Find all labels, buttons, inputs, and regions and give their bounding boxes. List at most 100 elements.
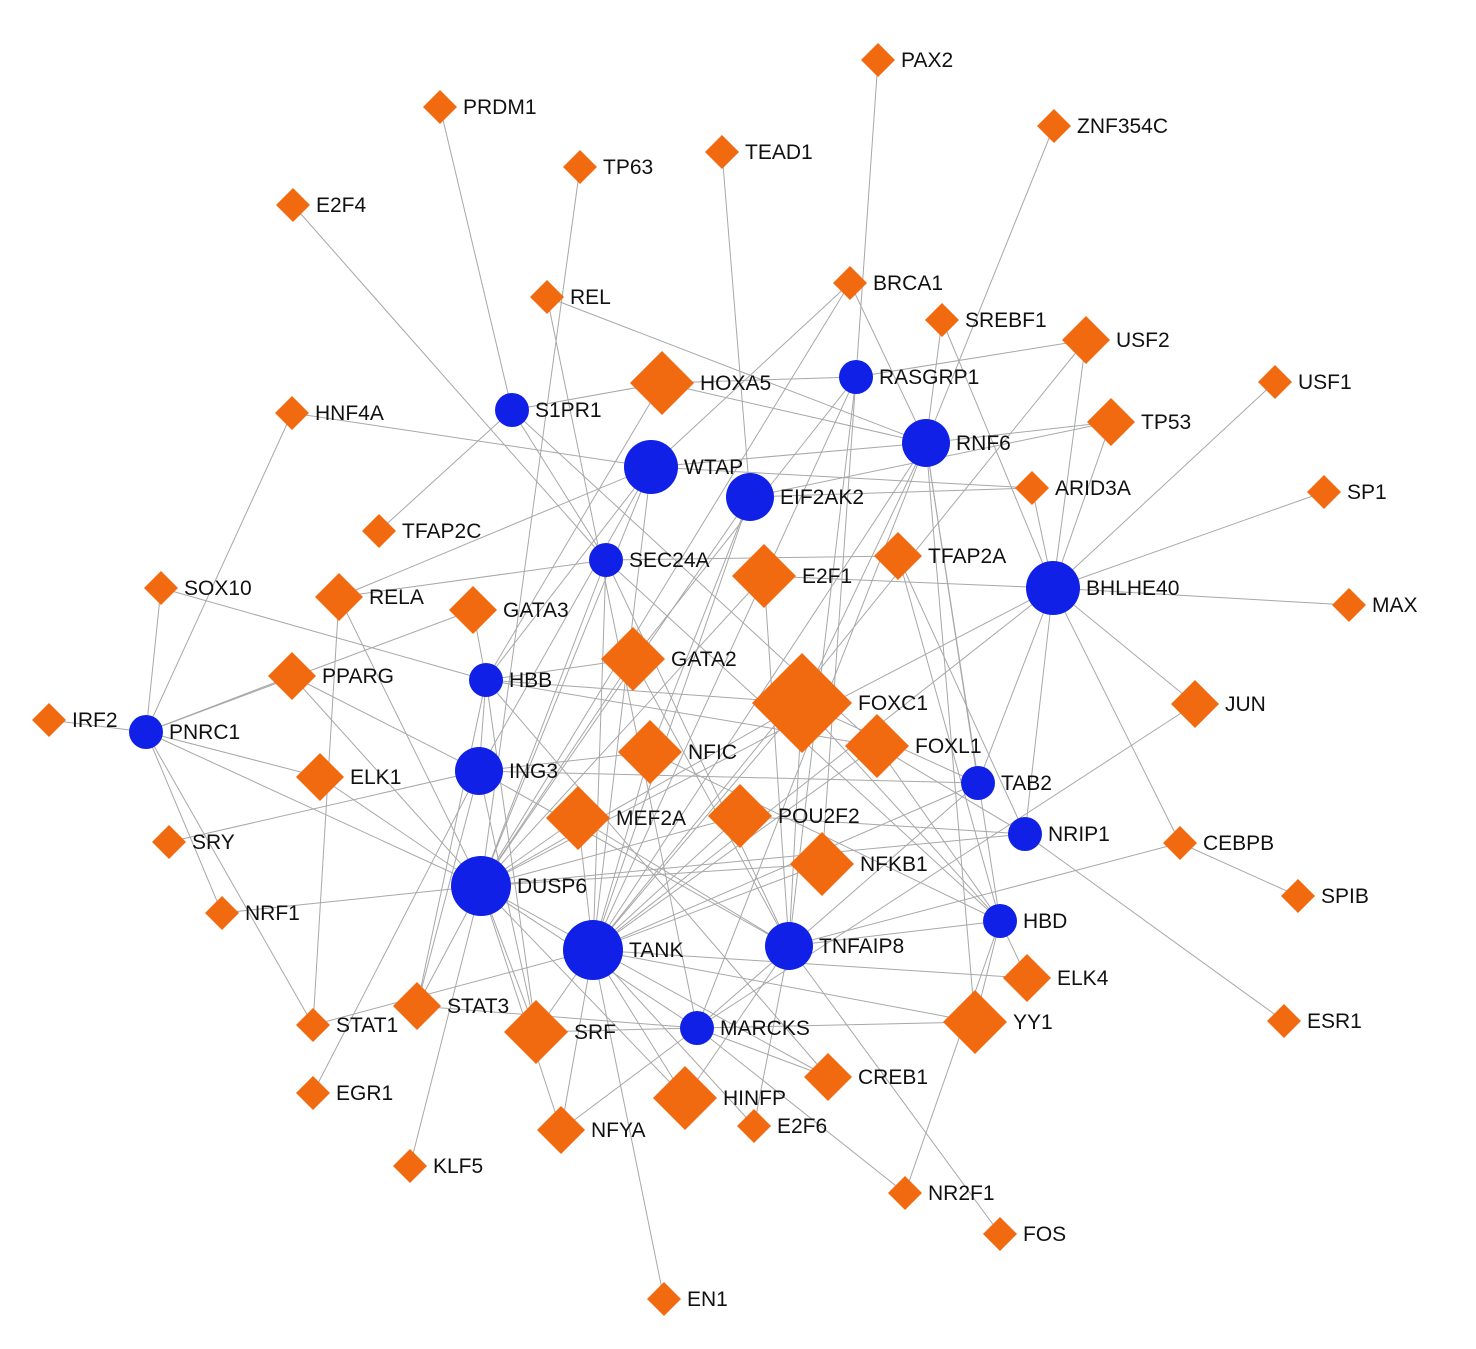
- edge-bhlhe40-nrip1: [1024, 587, 1054, 835]
- node-label-nfic: NFIC: [688, 741, 737, 764]
- tf-diamond-en1: [647, 1282, 681, 1316]
- node-sry: SRY: [152, 825, 235, 859]
- edge-eif2ak2-dusp6: [480, 496, 751, 887]
- node-label-pou2f2: POU2F2: [778, 805, 860, 828]
- node-stat3: STAT3: [393, 982, 509, 1030]
- gene-circle-dusp6: [451, 856, 511, 916]
- node-label-spib: SPIB: [1321, 885, 1369, 908]
- node-tfap2a: TFAP2A: [874, 532, 1006, 580]
- edge-srebf1-bhlhe40: [941, 319, 1054, 589]
- tf-diamond-pou2f2: [708, 784, 772, 848]
- edge-rnf6-tab2: [925, 442, 979, 784]
- edge-foxc1-tank: [592, 702, 803, 951]
- edge-wtap-ing3: [478, 466, 652, 772]
- tf-diamond-fos: [983, 1217, 1017, 1251]
- edge-tank-elk4: [592, 949, 1028, 979]
- node-mef2a: MEF2A: [546, 786, 686, 850]
- edge-marcks-creb1: [696, 1027, 829, 1078]
- edge-usf2-tank: [592, 339, 1087, 951]
- node-label-bhlhe40: BHLHE40: [1086, 577, 1179, 600]
- edge-nfkb1-dusp6: [480, 863, 823, 887]
- node-dusp6: DUSP6: [451, 856, 587, 916]
- tf-diamond-prdm1: [423, 90, 457, 124]
- node-pou2f2: POU2F2: [708, 784, 860, 848]
- tf-diamond-rela: [315, 573, 363, 621]
- edge-foxc1-dusp6: [480, 702, 803, 887]
- edge-hbd-tnfaip8: [788, 920, 1001, 947]
- gene-circle-wtap: [624, 440, 678, 494]
- tf-diamond-elk1: [296, 753, 344, 801]
- node-label-foxc1: FOXC1: [858, 692, 928, 715]
- edge-usf2-rasgrp1: [855, 339, 1087, 378]
- tf-diamond-brca1: [833, 266, 867, 300]
- edge-wtap-tank: [592, 466, 652, 951]
- edge-pparg-pnrc1: [145, 675, 293, 733]
- edge-s1pr1-sec24a: [511, 409, 607, 561]
- node-label-sox10: SOX10: [184, 577, 252, 600]
- edge-rela-stat1: [312, 596, 340, 1026]
- edge-bhlhe40-e2f1: [763, 575, 1054, 589]
- node-rnf6: RNF6: [902, 419, 1011, 467]
- edge-foxl1-hbd: [876, 745, 1001, 922]
- tf-diamond-tp63: [563, 150, 597, 184]
- edge-hbd-nr2f1: [904, 920, 1001, 1194]
- node-usf1: USF1: [1258, 365, 1352, 399]
- node-znf354c: ZNF354C: [1037, 109, 1168, 143]
- edge-dusp6-hinfp: [480, 885, 686, 1099]
- tf-diamond-nfic: [618, 720, 682, 784]
- node-label-hoxa5: HOXA5: [700, 372, 771, 395]
- node-spib: SPIB: [1281, 879, 1369, 913]
- edge-hnf4a-wtap: [291, 412, 652, 468]
- edge-pou2f2-tank: [592, 815, 741, 951]
- edge-pparg-ing3: [291, 675, 480, 772]
- node-fos: FOS: [983, 1217, 1066, 1251]
- node-ing3: ING3: [455, 747, 558, 795]
- node-label-e2f6: E2F6: [777, 1115, 827, 1138]
- node-label-pnrc1: PNRC1: [169, 721, 240, 744]
- node-label-pparg: PPARG: [322, 665, 394, 688]
- tf-diamond-pparg: [268, 652, 316, 700]
- edge-znf354c-rnf6: [925, 125, 1055, 444]
- node-tnfaip8: TNFAIP8: [765, 922, 904, 970]
- edge-rasgrp1-tnfaip8: [788, 376, 857, 947]
- edge-tank-nfya: [560, 949, 594, 1131]
- edge-wtap-dusp6: [480, 466, 652, 887]
- edge-rasgrp1-nfkb1: [821, 376, 857, 865]
- gene-circle-rasgrp1: [839, 360, 873, 394]
- tf-diamond-tfap2c: [362, 514, 396, 548]
- node-label-pax2: PAX2: [901, 49, 953, 72]
- node-label-e2f1: E2F1: [802, 565, 852, 588]
- edge-wtap-arid3a: [650, 466, 1033, 489]
- node-marcks: MARCKS: [680, 1011, 810, 1045]
- edge-sec24a-rela: [338, 559, 607, 598]
- edge-tp53-bhlhe40: [1052, 421, 1112, 589]
- node-s1pr1: S1PR1: [495, 393, 602, 427]
- tf-diamond-usf1: [1258, 365, 1292, 399]
- tf-diamond-cebpb: [1163, 826, 1197, 860]
- node-pparg: PPARG: [268, 652, 394, 700]
- node-label-dusp6: DUSP6: [517, 875, 587, 898]
- node-label-foxl1: FOXL1: [915, 735, 982, 758]
- gene-circle-tank: [563, 920, 623, 980]
- node-e2f1: E2F1: [732, 544, 852, 608]
- node-e2f4: E2F4: [276, 188, 367, 222]
- edge-ing3-sry: [168, 770, 480, 843]
- node-label-elk1: ELK1: [350, 766, 401, 789]
- tf-diamond-mef2a: [546, 786, 610, 850]
- edge-usf2-bhlhe40: [1052, 339, 1087, 589]
- node-label-tp53: TP53: [1141, 411, 1191, 434]
- node-label-brca1: BRCA1: [873, 272, 943, 295]
- tf-diamond-sry: [152, 825, 186, 859]
- edge-tnfaip8-e2f6: [753, 945, 790, 1127]
- edge-sec24a-tnfaip8: [605, 559, 790, 947]
- gene-circle-ing3: [455, 747, 503, 795]
- gene-circle-bhlhe40: [1026, 561, 1080, 615]
- edge-rela-dusp6: [338, 596, 482, 887]
- gene-circle-hbd: [983, 904, 1017, 938]
- tf-diamond-pax2: [861, 43, 895, 77]
- edge-hoxa5-hbb: [485, 382, 663, 681]
- edge-tnfaip8-fos: [788, 945, 1001, 1235]
- node-srf: SRF: [504, 1000, 616, 1064]
- node-nfic: NFIC: [618, 720, 737, 784]
